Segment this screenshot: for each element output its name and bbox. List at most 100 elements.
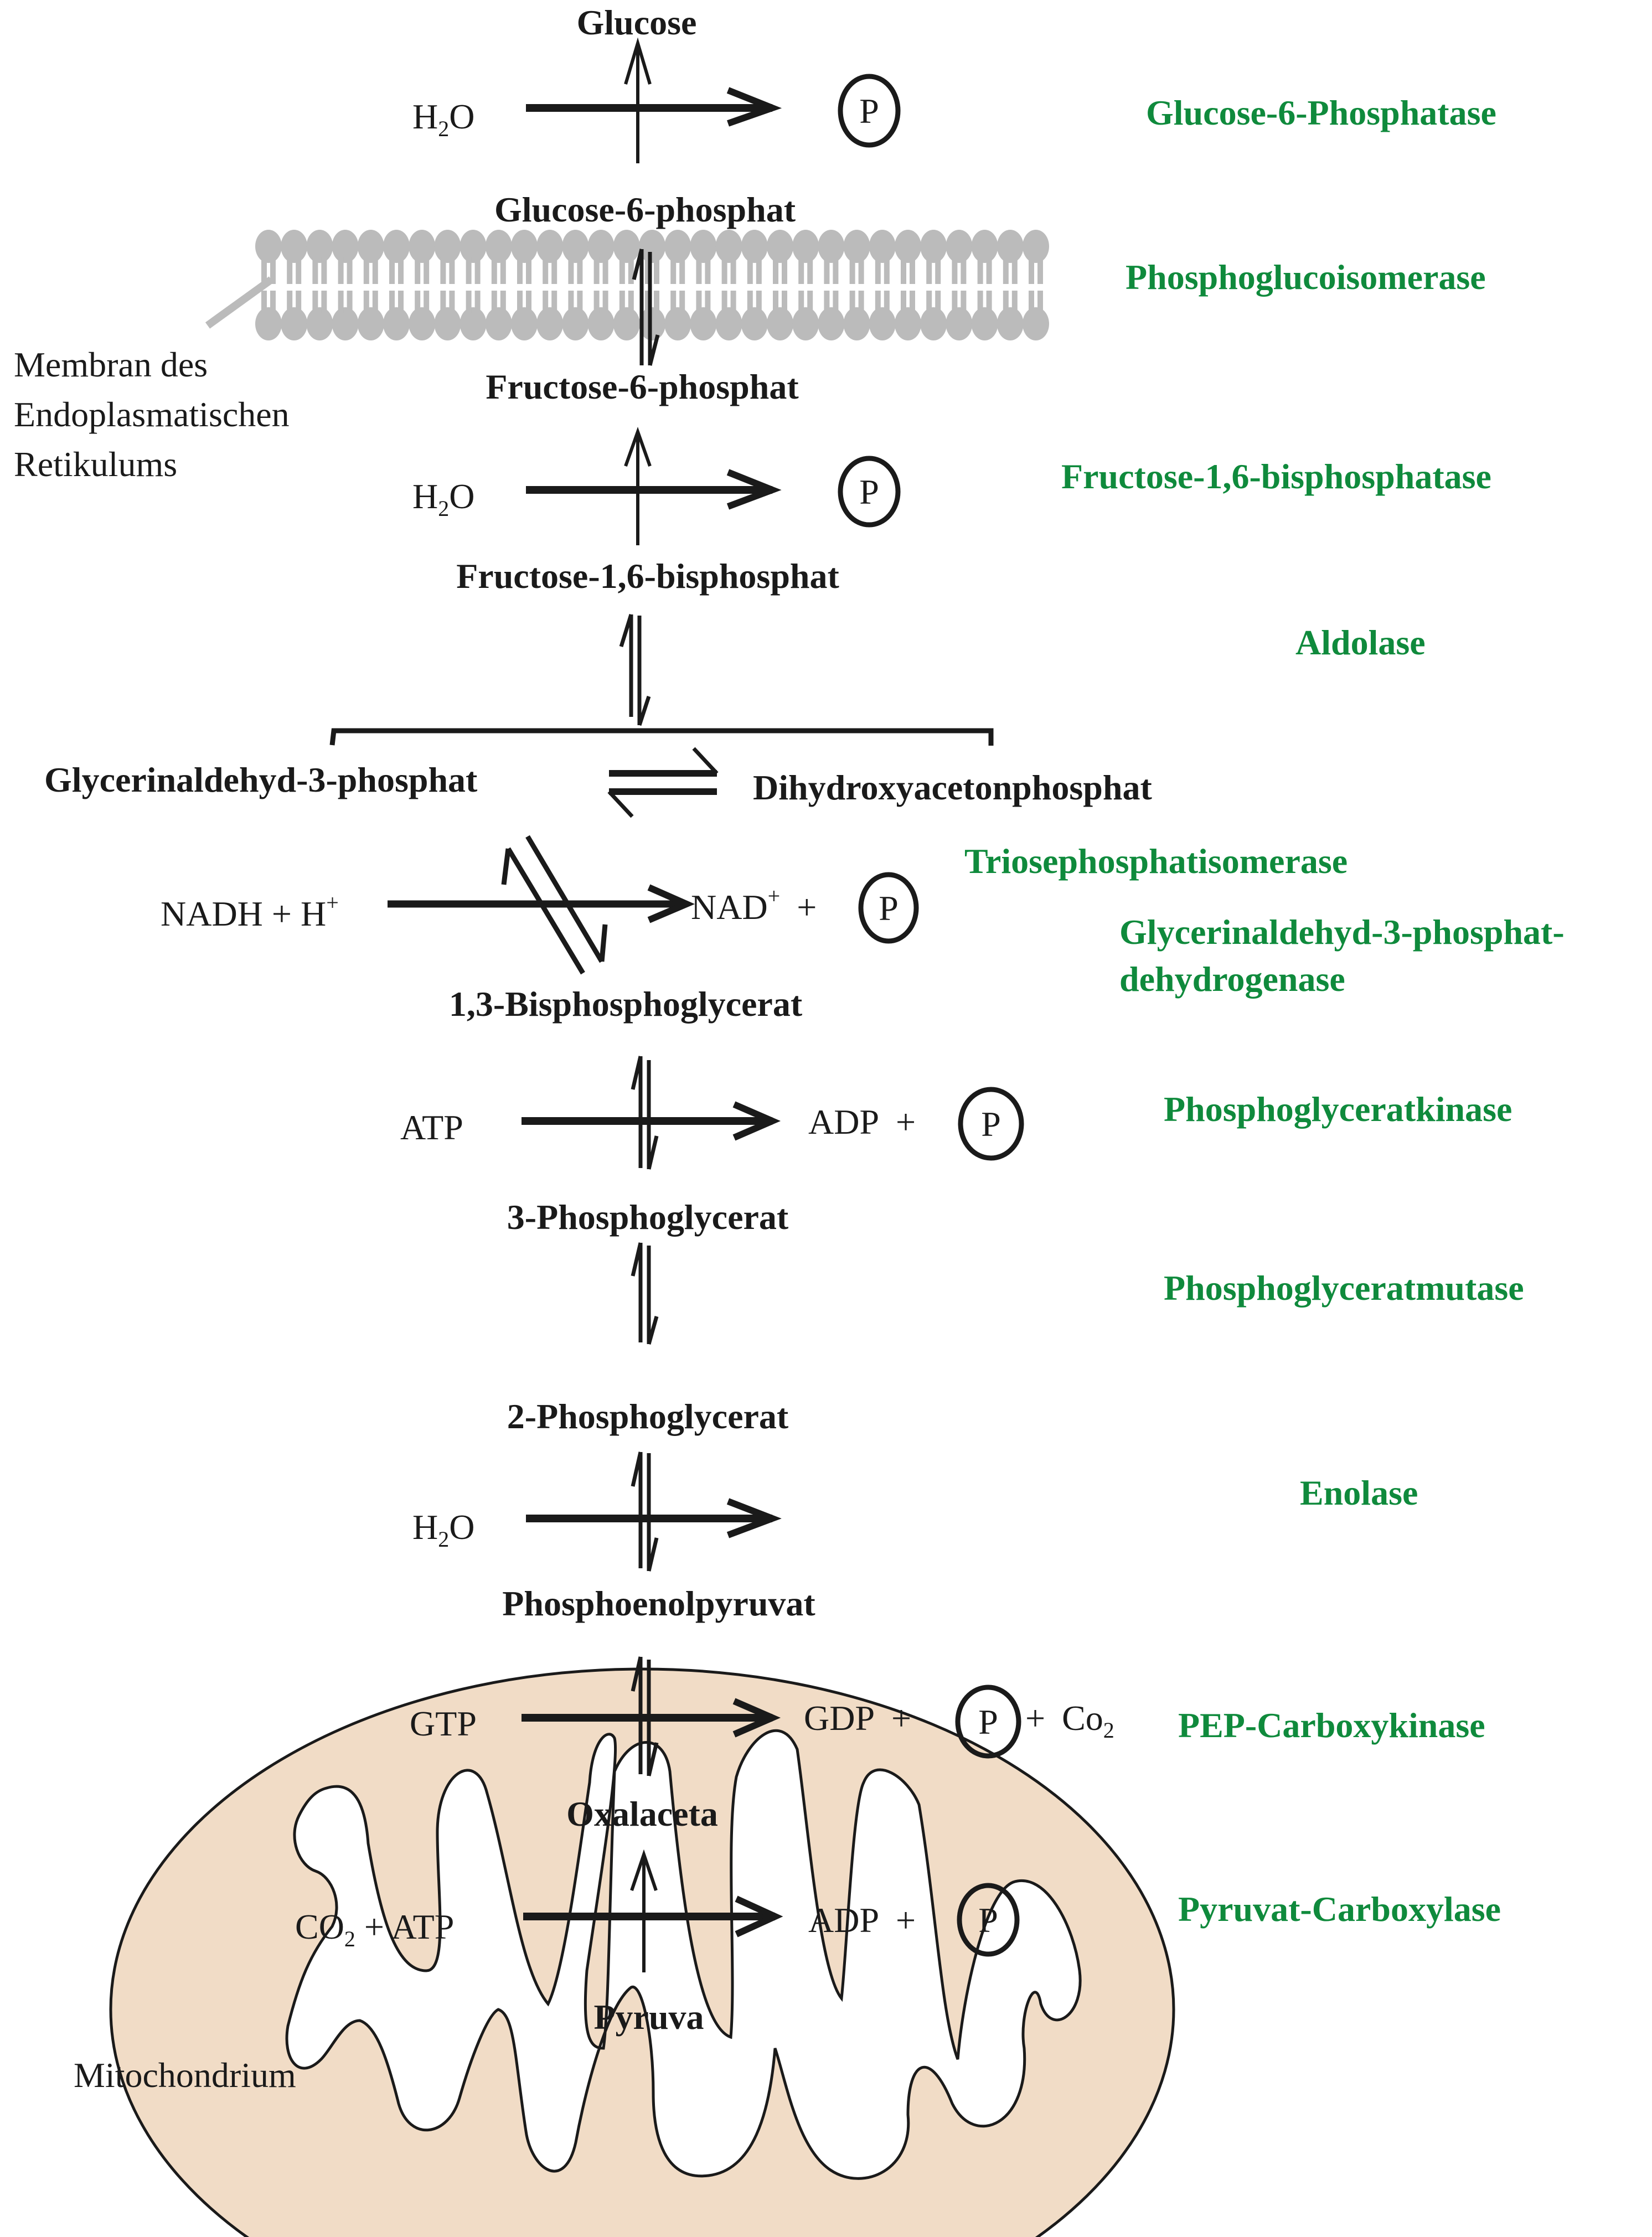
phospholipid-head [1023,307,1049,340]
phospholipid-tail [679,257,685,284]
phospholipid-head [511,230,538,263]
er-membrane [255,230,1049,340]
reaction-enolase: H2O [412,1451,782,1572]
phospholipid-tail [270,291,276,313]
reaction-pep-carboxykinase: GTP GDP+ P +Co2 [410,1656,1114,1776]
enzyme-pep-carboxykinase: PEP-Carboxykinase [1178,1706,1485,1745]
phospholipid-tail [500,291,506,313]
phospholipid-tail [875,257,881,284]
phospholipid-tail [568,291,574,313]
phospholipid-tail [833,257,839,284]
phospholipid-tail [952,291,958,313]
phospholipid-tail [363,291,369,313]
enzyme-fructose-1-6-bisphosphatase: Fructose-1,6-bisphosphatase [1061,457,1491,496]
svg-text:P: P [859,91,879,131]
phospholipid-tail [654,257,659,284]
equilibrium-line-a-head [501,848,511,885]
reagent-gtp: GTP [410,1704,477,1743]
phospholipid-tail [747,257,753,284]
phospholipid-head [485,230,512,263]
metabolite-2-phosphoglycerat: 2-Phosphoglycerat [507,1397,789,1436]
phospholipid-head [357,307,384,340]
phospholipid-head [690,230,717,263]
phospholipid-head [409,307,436,340]
phospholipid-tail [670,291,677,313]
phospholipid-tail [1003,291,1009,313]
phospholipid-tail [602,291,608,313]
phospholipid-head [946,230,973,263]
enzyme-labels: Glucose-6-Phosphatase Phosphoglucoisomer… [964,93,1565,1929]
phospholipid-head [357,230,384,263]
phospholipid-tail [824,291,830,313]
phospholipid-tail [670,257,677,284]
enzyme-triosephosphatisomerase: Triosephosphatisomerase [964,841,1348,881]
phospholipid-tail [466,291,472,313]
phospholipid-tail [721,257,727,284]
phospholipid-tail [798,257,804,284]
reagent-gdp: GDP+ [804,1698,911,1738]
phospholipid-head [715,307,742,340]
phospholipid-tail [1037,291,1043,313]
phospholipid-head [613,230,640,263]
phospholipid-tail [730,291,736,313]
phospholipid-tail [645,257,651,284]
phospholipid-head [869,230,896,263]
phospholipid-tail [858,257,864,284]
phospholipid-tail [1029,257,1034,284]
phospholipid-head [997,230,1024,263]
phospholipid-tail [747,291,753,313]
phospholipid-tail [321,257,327,284]
phospholipid-head [1023,230,1049,263]
phospholipid-head [281,307,308,340]
phospholipid-tail [926,257,932,284]
phospholipid-tail [415,291,421,313]
phospholipid-tail [449,291,455,313]
phospholipid-tail [338,291,344,313]
phospholipid-tail [491,291,497,313]
phospholipid-tail [543,257,549,284]
phospholipid-tail [705,257,711,284]
equilibrium-arrow-pgm [631,1242,659,1345]
phospholipid-tail [474,291,481,313]
phospholipid-tail [721,291,727,313]
phospholipid-tail [628,291,634,313]
phospholipid-tail [312,257,318,284]
phospholipid-tail [935,257,941,284]
arrow-right-head [647,884,695,923]
reaction-phosphoglyceratkinase: ATP ADP+ P [400,1056,1024,1170]
phospholipid-tail [849,291,855,313]
svg-text:P: P [978,1900,998,1940]
phospholipid-tail [986,257,992,284]
phospholipid-head [843,230,870,263]
phospholipid-tail [389,291,395,313]
phospholipid-tail [756,291,762,313]
arrow-up-head [624,37,652,85]
metabolite-oxalacetat: Oxalaceta [566,1794,718,1833]
phospholipid-head [639,230,665,263]
mitochondrion-cristae [285,1729,1082,2180]
phospholipid-tail [338,257,344,284]
reagent-co2-atp: CO2 + ATP [295,1907,454,1951]
metabolite-glucose: Glucose [577,3,697,42]
phospholipid-head [792,307,819,340]
phospholipid-tail [705,291,711,313]
phospholipid-tail [833,291,839,313]
enzyme-phosphoglucoisomerase: Phosphoglucoisomerase [1126,257,1486,297]
phospholipid-tail [466,257,472,284]
enzyme-glucose-6-phosphatase: Glucose-6-Phosphatase [1146,93,1496,132]
phospholipid-tail [577,291,583,313]
phospholipid-tail [654,291,659,313]
phosphate-icon: P [858,872,919,944]
phospholipid-tail [372,291,378,313]
phospholipid-head [792,230,819,263]
reagent-nadh: NADH + H+ [161,890,339,933]
phospholipid-head [690,307,717,340]
phospholipid-head [920,230,947,263]
phospholipid-head [664,230,691,263]
svg-text:P: P [879,888,899,928]
phospholipid-tail [287,291,293,313]
phospholipid-head [281,230,308,263]
phospholipid-tail [372,257,378,284]
metabolite-pyruvat: Pyruva [593,1997,704,2037]
phospholipid-head [639,307,665,340]
